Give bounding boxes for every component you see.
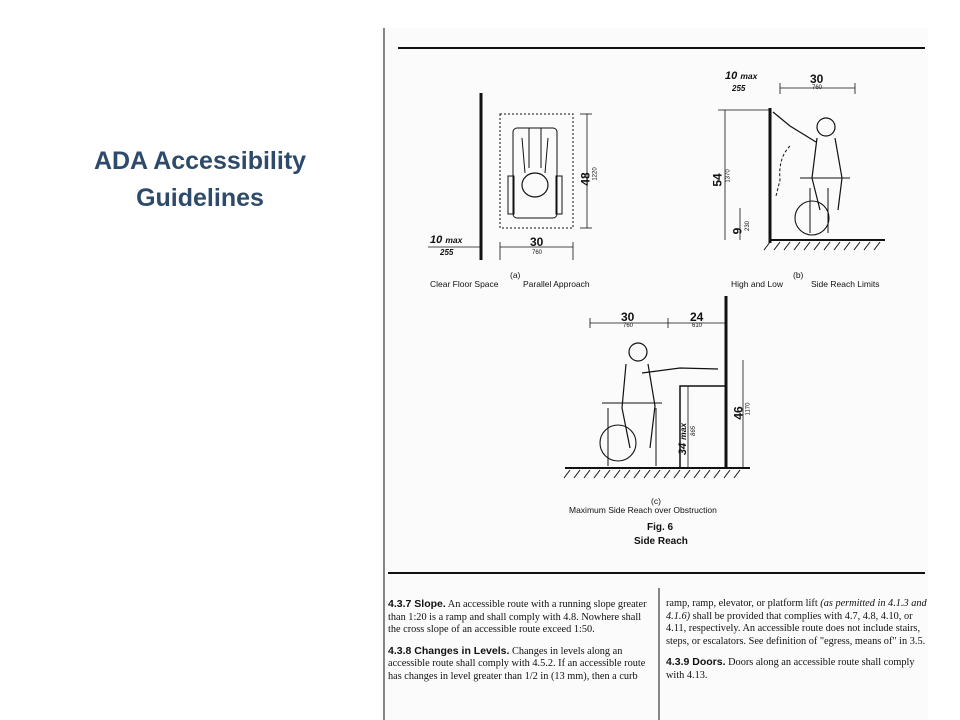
panel-c-dim-865: 865 [691, 425, 698, 437]
panel-b-dim-255: 255 [732, 84, 746, 93]
panel-a-caption-right: Parallel Approach [523, 279, 590, 289]
panel-b-drawing [718, 83, 885, 251]
panel-a-dim-48: 48 [578, 172, 593, 186]
section-4-3-7-heading: 4.3.7 Slope. [388, 598, 446, 610]
panel-b-dim-760: 760 [812, 85, 823, 91]
panel-c-dim-760: 760 [623, 323, 634, 329]
figure-6-drawing [383, 28, 925, 720]
panel-a-dim-1220: 1220 [592, 167, 599, 181]
panel-a-dim-30: 30 [530, 235, 544, 249]
panel-c-dim-46: 46 [731, 406, 746, 420]
slide-title-line-2: Guidelines [136, 184, 264, 212]
figure-title: Side Reach [634, 536, 688, 547]
text-column-left: 4.3.7 Slope. An accessible route with a … [388, 598, 650, 692]
section-4-3-9-body: Doors along an accessible route shall co… [666, 657, 915, 681]
panel-a-dim-255: 255 [440, 248, 454, 257]
panel-c-drawing [563, 296, 750, 479]
panel-c-caption: Maximum Side Reach over Obstruction [569, 505, 717, 515]
panel-a-letter: (a) [510, 270, 521, 280]
section-4-3-8-body: Changes in levels along an accessible ro… [388, 645, 646, 682]
panel-b-letter: (b) [793, 270, 804, 280]
panel-b-dim-1370: 1370 [725, 169, 732, 183]
slide-title: ADA Accessibility Guidelines [40, 143, 360, 217]
slide-title-line-1: ADA Accessibility [93, 147, 307, 175]
section-4-3-7: 4.3.7 Slope. An accessible route with a … [388, 598, 650, 637]
panel-b-dim-54: 54 [710, 173, 725, 187]
panel-b-dim-230: 230 [745, 220, 752, 232]
section-4-3-9-heading: 4.3.9 Doors. [666, 656, 726, 669]
section-4-3-9: 4.3.9 Doors. Doors along an accessible r… [666, 656, 928, 682]
section-4-3-7-body: An accessible route with a running slope… [388, 599, 647, 636]
panel-b-caption-right: Side Reach Limits [811, 279, 880, 289]
clear-floor-space-rect [499, 113, 574, 229]
panel-c-dim-1170: 1170 [745, 402, 752, 416]
panel-a-dim-10: 10 max [430, 234, 463, 246]
panel-b-dim-9: 9 [730, 227, 745, 235]
panel-a-drawing [428, 93, 592, 260]
section-4-3-8: 4.3.8 Changes in Levels. Changes in leve… [388, 645, 650, 684]
panel-b-dim-30: 30 [810, 72, 824, 86]
panel-c-dim-24: 24 [690, 310, 704, 324]
panel-a-caption-left: Clear Floor Space [430, 279, 499, 289]
scanned-document-page: 10 max 255 30 760 48 1220 (a) Clear Floo… [380, 28, 928, 720]
text-column-right: ramp, ramp, elevator, or platform lift (… [666, 598, 928, 691]
panel-b-caption-left: High and Low [731, 279, 783, 289]
section-4-3-8-heading: 4.3.8 Changes in Levels. [388, 644, 510, 657]
panel-c-dim-34: 34 max [677, 422, 690, 456]
panel-c-dim-610: 610 [692, 323, 703, 329]
panel-a-dim-760: 760 [532, 250, 543, 256]
panel-b-dim-10: 10 max [725, 70, 758, 82]
route-continuation: ramp, ramp, elevator, or platform lift (… [666, 598, 927, 647]
panel-c-letter: (c) [651, 496, 661, 506]
figure-number: Fig. 6 [647, 522, 674, 533]
panel-c-dim-30: 30 [621, 310, 635, 324]
